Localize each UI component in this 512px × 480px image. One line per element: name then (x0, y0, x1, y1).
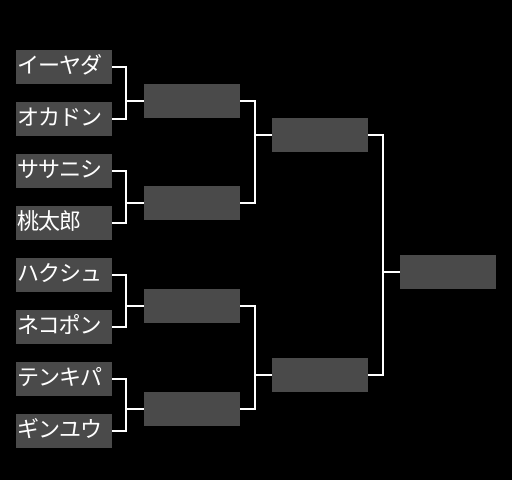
bracket-connector (125, 305, 144, 307)
bracket-connector (125, 100, 144, 102)
bracket-connector (112, 66, 126, 68)
round2-slot-2 (144, 186, 240, 220)
round2-name (144, 392, 240, 426)
semifinal-name (272, 118, 368, 152)
round1-slot-4: 桃太郎 (16, 206, 112, 240)
round1-slot-3: ササニシ (16, 154, 112, 188)
round2-slot-1 (144, 84, 240, 118)
bracket-connector (125, 170, 127, 224)
entrant-name: オカドン (17, 106, 102, 131)
round2-name (144, 289, 240, 323)
round1-slot-7: テンキパ (16, 362, 112, 396)
final-slot (400, 255, 496, 289)
bracket-connector (125, 202, 144, 204)
round1-slot-5: ハクシュ (16, 258, 112, 292)
round2-slot-3 (144, 289, 240, 323)
bracket-connector (254, 134, 272, 136)
round1-slot-8: ギンユウ (16, 414, 112, 448)
entrant-name: ハクシュ (17, 262, 102, 287)
bracket-connector (368, 374, 383, 376)
round2-slot-4 (144, 392, 240, 426)
bracket-connector (125, 408, 144, 410)
semifinal-slot-1 (272, 118, 368, 152)
bracket-connector (125, 274, 127, 328)
entrant-name: ササニシ (17, 158, 102, 183)
bracket-connector (112, 170, 126, 172)
semifinal-slot-2 (272, 358, 368, 392)
bracket-connector (112, 430, 126, 432)
round1-slot-2: オカドン (16, 102, 112, 136)
round2-name (144, 84, 240, 118)
bracket-connector (112, 118, 126, 120)
bracket-connector (112, 274, 126, 276)
bracket-connector (368, 134, 383, 136)
bracket-connector (382, 271, 400, 273)
bracket-connector (254, 100, 256, 204)
round1-slot-1: イーヤダ (16, 50, 112, 84)
bracket-connector (112, 378, 126, 380)
round2-name (144, 186, 240, 220)
bracket-connector (112, 326, 126, 328)
bracket-connector (240, 408, 255, 410)
bracket-connector (240, 202, 255, 204)
bracket-connector (125, 66, 127, 120)
bracket-connector (112, 222, 126, 224)
round1-slot-6: ネコポン (16, 310, 112, 344)
bracket-connector (240, 305, 255, 307)
entrant-name: イーヤダ (17, 54, 102, 79)
entrant-name: テンキパ (17, 366, 102, 391)
semifinal-name (272, 358, 368, 392)
bracket-connector (125, 378, 127, 432)
bracket-connector (240, 100, 255, 102)
entrant-name: ギンユウ (17, 418, 102, 443)
bracket-connector (254, 374, 272, 376)
entrant-name: 桃太郎 (17, 210, 81, 235)
bracket-connector (382, 134, 384, 376)
bracket-connector (254, 305, 256, 410)
entrant-name: ネコポン (17, 314, 102, 339)
final-name (400, 255, 496, 289)
